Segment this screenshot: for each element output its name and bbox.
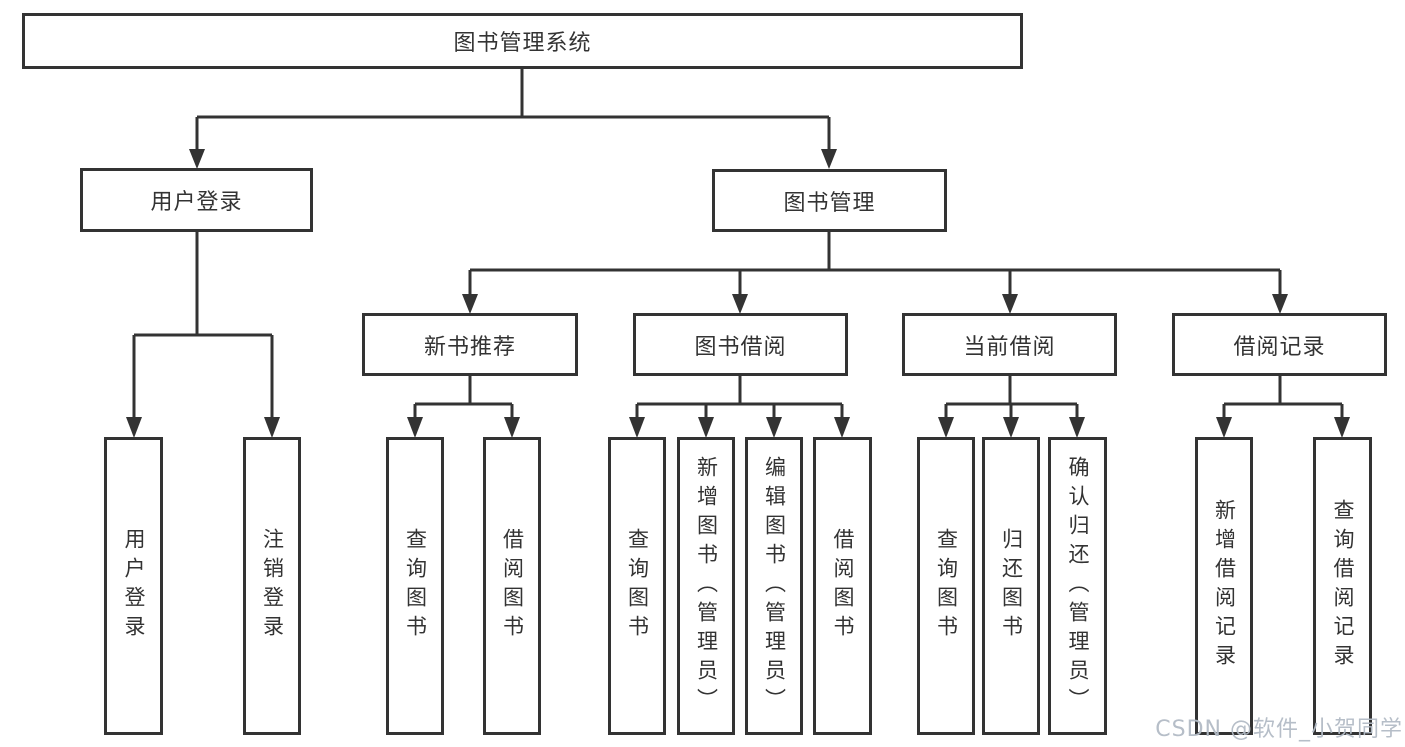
leaf-cb-return-book: 归还图书 [982,437,1040,735]
node-book-management-label: 图书管理 [783,190,876,216]
leaf-bb-borrow-book: 借阅图书 [813,437,872,735]
node-new-book-recommend: 新书推荐 [362,313,578,376]
leaf-bb-query-book-label: 查询图书 [625,528,650,644]
node-current-borrow: 当前借阅 [902,313,1117,376]
node-user-login: 用户登录 [80,168,313,232]
node-root: 图书管理系统 [22,13,1023,69]
leaf-bb-add-book: 新增图书（管理员） [677,437,735,735]
leaf-nb-borrow-book-label: 借阅图书 [500,528,525,644]
leaf-nb-borrow-book: 借阅图书 [483,437,541,735]
node-borrow-records-label: 借阅记录 [1233,334,1326,360]
leaf-bb-edit-book: 编辑图书（管理员） [745,437,803,735]
node-new-book-recommend-label: 新书推荐 [423,334,516,360]
leaf-nb-query-book: 查询图书 [386,437,444,735]
leaf-br-add-record: 新增借阅记录 [1195,437,1253,735]
leaf-bb-query-book: 查询图书 [608,437,666,735]
leaf-cb-confirm-return-label: 确认归还（管理员） [1066,455,1090,717]
arrowheads [126,149,1350,438]
node-borrow-records: 借阅记录 [1172,313,1387,376]
leaf-cb-query-book-label: 查询图书 [934,528,959,644]
leaf-br-query-record: 查询借阅记录 [1313,437,1372,735]
leaf-user-login-label: 用户登录 [122,528,146,644]
leaf-logout: 注销登录 [243,437,301,735]
node-book-borrow-label: 图书借阅 [694,334,787,360]
leaf-bb-add-book-label: 新增图书（管理员） [694,455,719,717]
node-book-borrow: 图书借阅 [633,313,848,376]
leaf-bb-edit-book-label: 编辑图书（管理员） [762,455,787,717]
leaf-cb-return-book-label: 归还图书 [999,528,1024,644]
node-current-borrow-label: 当前借阅 [963,334,1056,360]
leaf-br-query-record-label: 查询借阅记录 [1331,499,1355,673]
leaf-cb-query-book: 查询图书 [917,437,975,735]
leaf-br-add-record-label: 新增借阅记录 [1212,499,1237,673]
node-root-label: 图书管理系统 [453,31,592,56]
node-book-management: 图书管理 [712,169,947,232]
csdn-watermark: CSDN @软件_小贺同学 [1155,717,1403,742]
leaf-cb-confirm-return: 确认归还（管理员） [1048,437,1107,735]
leaf-nb-query-book-label: 查询图书 [403,528,428,644]
connector-group [132,69,1344,420]
node-user-login-label: 用户登录 [150,190,243,215]
leaf-user-login: 用户登录 [104,437,163,735]
leaf-bb-borrow-book-label: 借阅图书 [831,528,855,644]
leaf-logout-label: 注销登录 [260,528,285,644]
